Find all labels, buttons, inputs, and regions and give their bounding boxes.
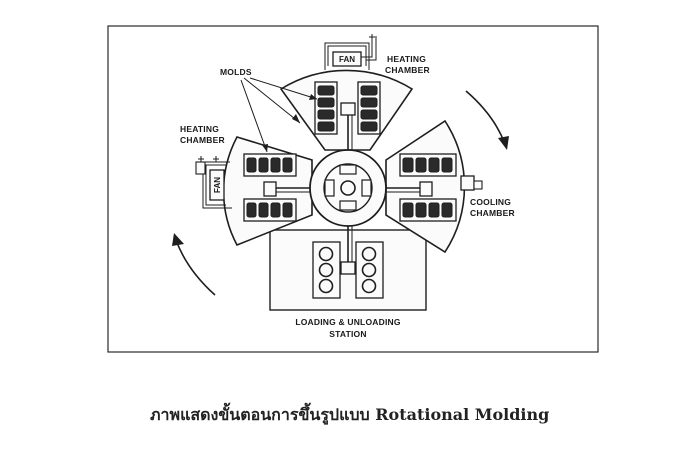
right-wedge-molds — [399, 153, 457, 222]
loading-station-molds — [312, 241, 384, 299]
molds-label: MOLDS — [220, 67, 252, 77]
hub-gear-top — [339, 164, 357, 175]
hub-gear-left — [324, 179, 335, 197]
heating-chamber-top-label-1: HEATING — [387, 54, 426, 64]
left-wedge-molds — [243, 153, 297, 222]
loading-station-label-2: STATION — [329, 329, 366, 339]
fan-top-label: FAN — [339, 55, 355, 64]
figure-caption: ภาพแสดงขั้นตอนการขึ้นรูปแบบ Rotational M… — [150, 405, 550, 424]
molds-pointer-arrows — [240, 77, 318, 153]
central-hub-core — [340, 180, 356, 196]
left-fan-unit — [195, 156, 232, 209]
cooling-chamber-label-2: CHAMBER — [470, 208, 515, 218]
loading-station-label-1: LOADING & UNLOADING — [295, 317, 401, 327]
top-fan-unit — [324, 34, 377, 70]
heating-chamber-left-label-1: HEATING — [180, 124, 219, 134]
diagram-frame — [107, 25, 599, 353]
top-wedge-molds — [314, 81, 381, 135]
heating-chamber-top-label-2: CHAMBER — [385, 65, 430, 75]
hub-gear-bottom — [339, 200, 357, 211]
rotation-arrows — [172, 90, 509, 296]
cooling-chamber-label-1: COOLING — [470, 197, 511, 207]
hub-gear-right — [361, 179, 372, 197]
heating-chamber-left-label-2: CHAMBER — [180, 135, 225, 145]
arms — [270, 112, 426, 262]
cooling-connector — [460, 175, 483, 191]
fan-left-label: FAN — [213, 177, 222, 193]
